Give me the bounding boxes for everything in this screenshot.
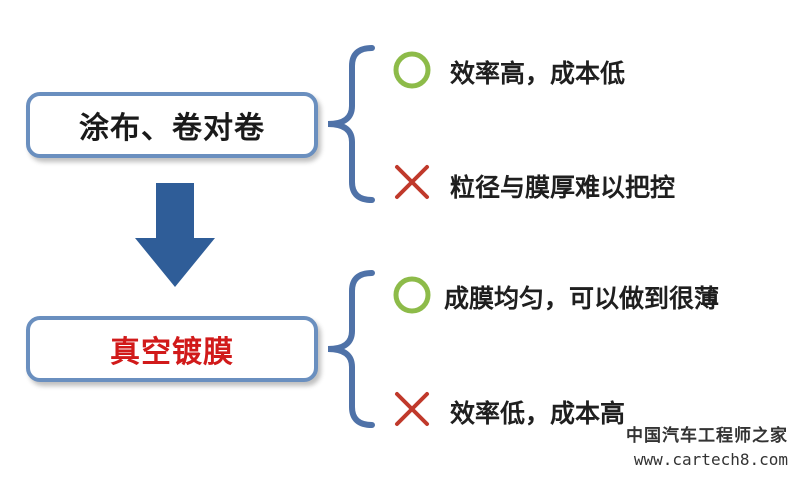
coating-roll-to-roll-label: 涂布、卷对卷 bbox=[79, 111, 265, 146]
circle-icon bbox=[393, 51, 431, 89]
circle-icon bbox=[393, 276, 431, 314]
coating-roll-to-roll-box: 涂布、卷对卷 bbox=[26, 92, 318, 158]
bottom-cons-text: 效率低，成本高 bbox=[450, 399, 626, 428]
vacuum-coating-box: 真空镀膜 bbox=[26, 316, 318, 382]
cross-icon bbox=[395, 165, 429, 199]
watermark-url: www.cartech8.com bbox=[633, 450, 788, 469]
bottom-brace bbox=[327, 270, 375, 428]
top-cons-text: 粒径与膜厚难以把控 bbox=[450, 173, 676, 202]
vacuum-coating-label: 真空镀膜 bbox=[110, 335, 234, 370]
cross-icon bbox=[395, 392, 429, 426]
down-arrow bbox=[135, 183, 215, 287]
bottom-pros-text: 成膜均匀，可以做到很薄 bbox=[444, 284, 720, 313]
top-pros-text: 效率高，成本低 bbox=[450, 59, 626, 88]
top-brace bbox=[327, 45, 375, 203]
watermark: 中国汽车工程师之家 www.cartech8.com bbox=[626, 421, 788, 469]
watermark-title: 中国汽车工程师之家 bbox=[626, 426, 788, 446]
